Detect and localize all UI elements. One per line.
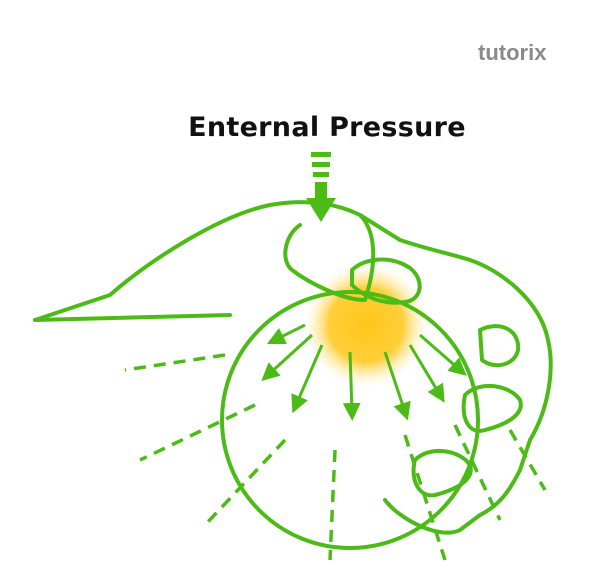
force-arrows (261, 323, 467, 421)
ball (220, 290, 480, 550)
wrist (33, 313, 232, 322)
pressure-lines (124, 353, 547, 561)
tutorix-logo: tutorix (478, 40, 547, 65)
pressure-arrow (306, 152, 336, 222)
finger-1 (461, 383, 523, 433)
finger-2 (411, 448, 473, 498)
pressure-glow (304, 263, 428, 387)
thumb (350, 257, 422, 305)
diagram-title: Enternal Pressure (188, 112, 466, 143)
finger-3 (478, 324, 521, 368)
hand-outline (33, 200, 553, 535)
